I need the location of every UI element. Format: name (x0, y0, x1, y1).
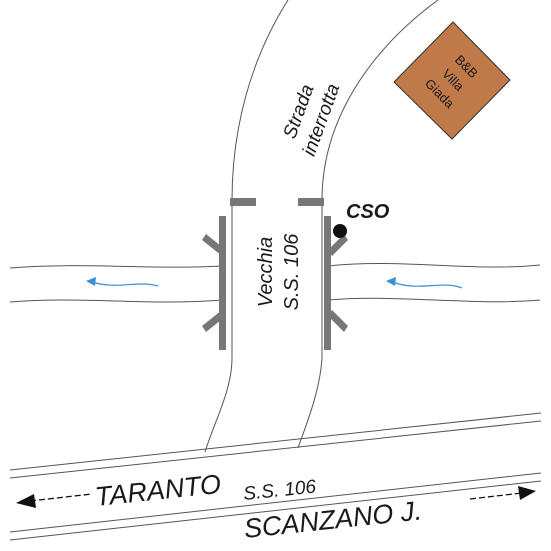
bnb-building: B&B Villa Giada (393, 21, 511, 140)
interrupted-road-label: Strada interrotta (280, 81, 345, 159)
canal-right-bottom-bank (327, 297, 541, 303)
bridge-barrier-left (202, 216, 226, 350)
canal (9, 262, 541, 303)
highway (9, 412, 542, 541)
interruption-bar-left (230, 198, 256, 206)
canal-left-bottom-bank (9, 299, 223, 303)
interruption-bar-right (298, 198, 324, 206)
cso-point (333, 224, 347, 238)
old-road-label: Vecchia S.S. 106 (255, 233, 303, 311)
bridge-barrier-right (324, 216, 348, 350)
arrow-left-icon (16, 493, 93, 508)
canal-left-top-bank (9, 265, 223, 269)
canal-right-top-bank (327, 262, 541, 268)
old-road-left-edge (204, 0, 289, 453)
old-road-label-1: Vecchia (255, 237, 277, 307)
flow-arrow-icon (386, 277, 463, 289)
highway-label: S.S. 106 (242, 476, 317, 505)
old-road (204, 0, 439, 453)
cso-label: CSO (346, 201, 390, 223)
taranto-label: TARANTO (93, 469, 222, 512)
arrow-right-icon (469, 486, 536, 500)
old-road-label-2: S.S. 106 (281, 233, 303, 311)
flow-arrow-icon (86, 277, 159, 287)
old-road-right-edge (297, 0, 439, 449)
